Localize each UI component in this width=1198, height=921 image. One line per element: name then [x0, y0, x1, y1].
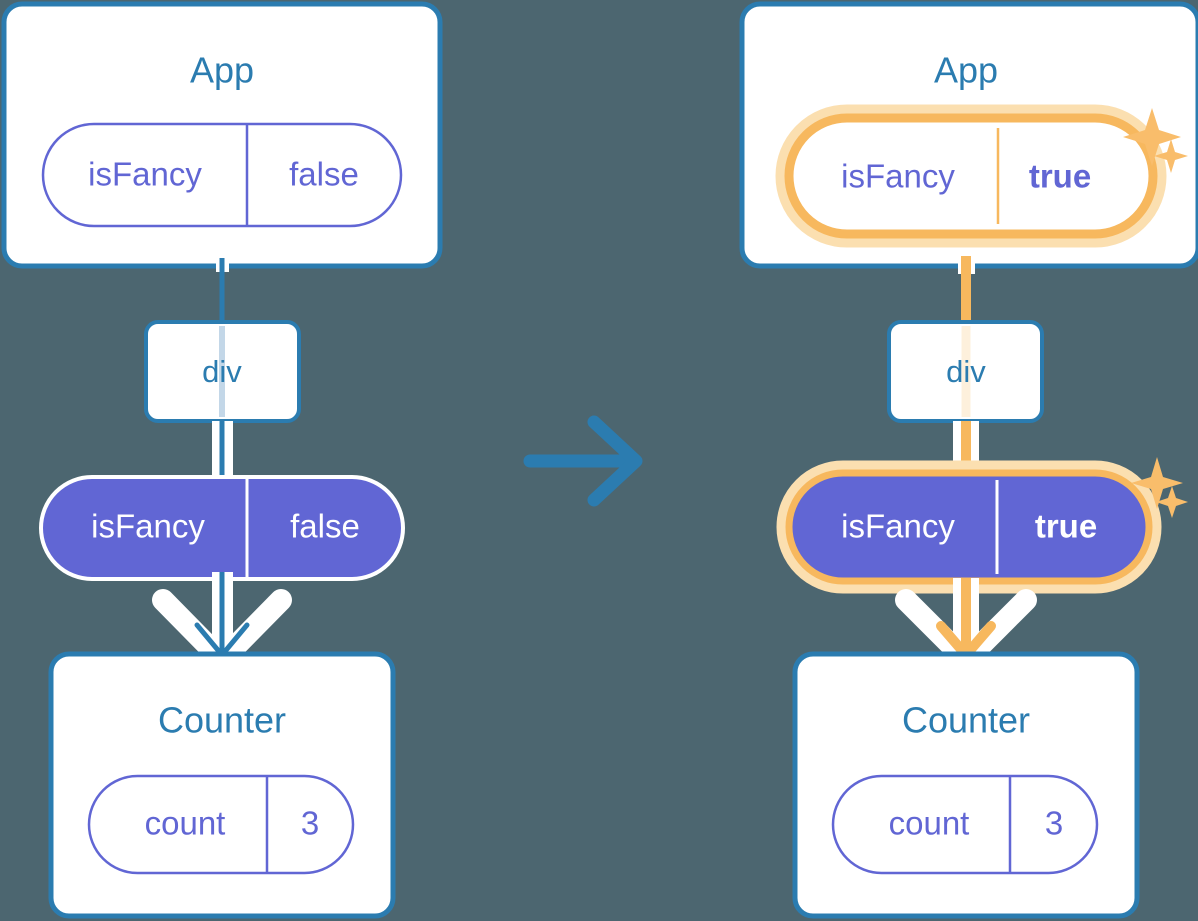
counter-state-pill-name: count [889, 805, 970, 842]
app-state-pill-after: isFancy true [775, 104, 1167, 248]
div-node-label: div [202, 354, 242, 389]
counter-card-before: Counter count 3 [48, 651, 396, 919]
prop-pill-name: isFancy [91, 508, 205, 545]
counter-state-pill-value: 3 [301, 805, 319, 842]
counter-state-pill-before: count 3 [87, 774, 355, 875]
div-node-after: div [887, 320, 1044, 423]
prop-pill-name: isFancy [841, 508, 955, 545]
prop-pill-value: true [1035, 508, 1097, 545]
counter-card-title: Counter [158, 700, 286, 741]
sparkle-app-pill-icon [1123, 108, 1188, 173]
counter-state-pill-value: 3 [1045, 805, 1063, 842]
prop-pill-value: false [290, 508, 360, 545]
app-state-pill-name: isFancy [88, 156, 202, 193]
app-state-pill-value: true [1029, 158, 1091, 195]
counter-state-pill-name: count [145, 805, 226, 842]
app-card-before: App isFancy false [1, 1, 443, 269]
div-node-label: div [946, 354, 986, 389]
app-state-pill-before: isFancy false [41, 122, 403, 228]
panel-after: App isFancy true div [739, 1, 1198, 919]
app-card-after: App isFancy true [739, 1, 1198, 269]
app-state-pill-value: false [289, 156, 359, 193]
sparkle-prop-pill-icon [1131, 457, 1188, 518]
prop-pill-before: isFancy false [39, 475, 405, 581]
prop-pill-after: isFancy true [776, 457, 1188, 594]
transition-arrow [523, 415, 643, 507]
counter-state-pill-after: count 3 [831, 774, 1099, 875]
app-card-title: App [190, 50, 254, 91]
div-node-before: div [144, 320, 301, 423]
counter-card-after: Counter count 3 [792, 651, 1140, 919]
app-card-title: App [934, 50, 998, 91]
app-state-pill-name: isFancy [841, 158, 955, 195]
prop-flow-arrow-before [152, 572, 292, 671]
panel-before: App isFancy false div isFancy false [1, 1, 443, 919]
counter-card-title: Counter [902, 700, 1030, 741]
